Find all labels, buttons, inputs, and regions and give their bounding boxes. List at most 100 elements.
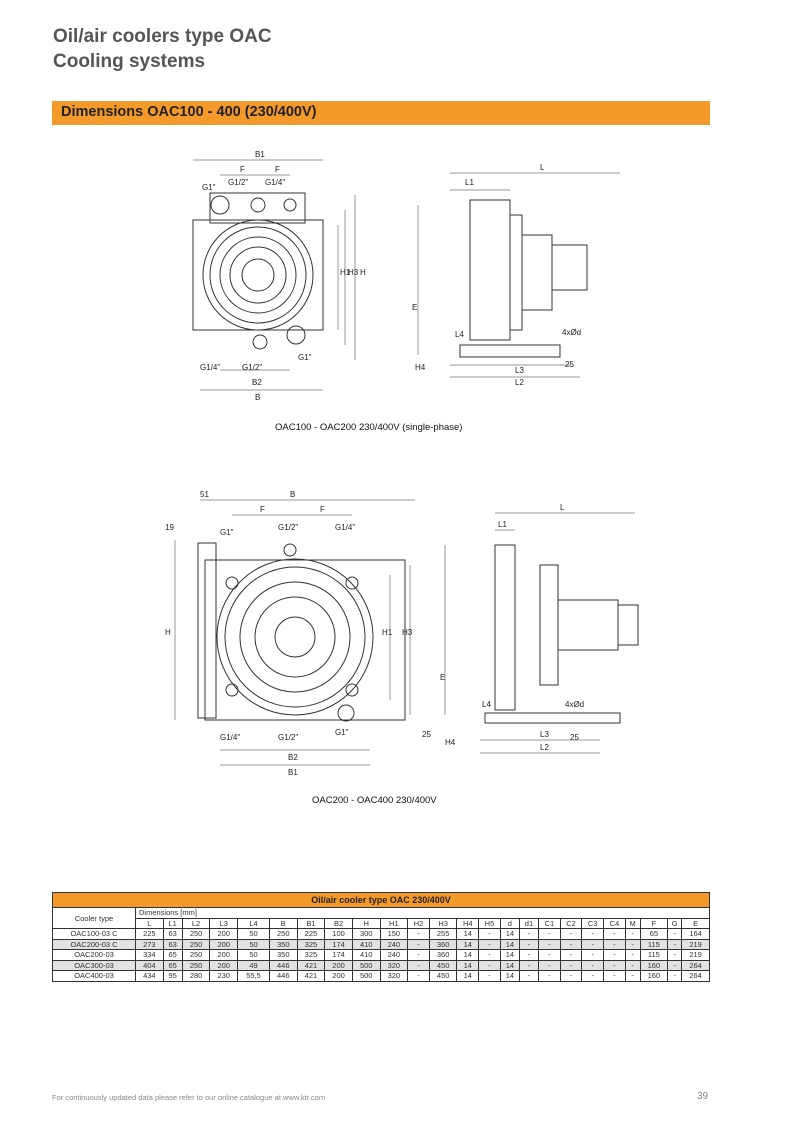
cell: -	[559, 959, 583, 971]
dimension-label: L	[540, 163, 545, 172]
dimension-label: L1	[498, 520, 507, 529]
cell: 350	[268, 949, 298, 961]
cell: 240	[379, 949, 409, 961]
front-view	[174, 499, 415, 766]
cell: -	[478, 959, 501, 971]
dimension-label: F	[240, 165, 245, 174]
dimension-label: H3	[348, 268, 359, 277]
cell: 49	[237, 959, 270, 971]
cell: 360	[428, 938, 458, 950]
cell: 240	[379, 938, 409, 950]
cell: 250	[181, 938, 211, 950]
dimension-label: H4	[415, 363, 426, 372]
cell: 320	[379, 959, 409, 971]
cell: -	[624, 959, 641, 971]
cell: 334	[135, 949, 164, 961]
cell: 174	[324, 938, 353, 950]
dimension-label: B2	[252, 378, 262, 387]
dimensions-header: Dimensions [mm]	[135, 907, 710, 919]
cell: -	[559, 928, 583, 940]
cell: 200	[324, 959, 353, 971]
cell: 14	[499, 928, 520, 940]
column-header: G	[667, 917, 683, 929]
dimension-label: H1	[382, 628, 393, 637]
cell: -	[538, 970, 561, 982]
cell: 63	[162, 928, 183, 940]
cell: 446	[268, 970, 298, 982]
header-subtitle: Cooling systems	[53, 51, 206, 72]
cell: -	[624, 970, 641, 982]
dimension-label: H	[165, 628, 171, 637]
cell: 225	[135, 928, 164, 940]
cell: 200	[209, 959, 239, 971]
dimension-label: 25	[565, 360, 574, 369]
cell: 250	[181, 928, 211, 940]
cell: 446	[268, 959, 298, 971]
cell: 115	[639, 938, 669, 950]
dimension-label: L2	[540, 743, 549, 752]
cell: 14	[499, 949, 520, 961]
cell: 273	[135, 938, 164, 950]
cell: -	[603, 970, 626, 982]
column-header: H	[351, 917, 381, 929]
dimension-label: G1"	[202, 183, 216, 192]
cell: -	[624, 928, 641, 940]
dimension-label: H4	[445, 738, 456, 747]
cell: 320	[379, 970, 409, 982]
dimension-label: F	[320, 505, 325, 514]
column-header: d	[499, 917, 520, 929]
cell: -	[603, 938, 626, 950]
cell: -	[407, 938, 430, 950]
drawing1-caption: OAC100 - OAC200 230/400V (single-phase)	[275, 422, 463, 433]
dimension-label: F	[260, 505, 265, 514]
column-header: H4	[456, 917, 480, 929]
cooler-type: OAC200-03 C	[52, 938, 136, 950]
dimension-label: G1"	[220, 528, 234, 537]
dimension-label: 25	[570, 733, 579, 742]
cell: 65	[162, 959, 183, 971]
dimension-label: G1/4"	[200, 363, 220, 372]
cell: -	[603, 959, 626, 971]
cell: 160	[639, 959, 669, 971]
cell: -	[603, 928, 626, 940]
dimension-label: L3	[540, 730, 549, 739]
dimension-label: L2	[515, 378, 524, 387]
dimension-label: G1/2"	[242, 363, 262, 372]
cell: 65	[639, 928, 669, 940]
dimension-label: 19	[165, 523, 174, 532]
cell: 219	[681, 938, 710, 950]
cell: -	[407, 970, 430, 982]
dimension-label: H	[360, 268, 366, 277]
column-header: H5	[478, 917, 501, 929]
column-header: B	[268, 917, 298, 929]
cell: 219	[681, 949, 710, 961]
cell: 14	[456, 970, 480, 982]
cell: -	[518, 938, 540, 950]
cell: 421	[296, 959, 326, 971]
section-title: Dimensions OAC100 - 400 (230/400V)	[61, 104, 317, 120]
dimension-label: G1/2"	[278, 523, 298, 532]
column-header: L	[135, 917, 164, 929]
dimension-label: B	[290, 490, 295, 499]
cell: -	[538, 949, 561, 961]
cell: -	[518, 970, 540, 982]
cell: 200	[209, 928, 239, 940]
dimension-label: B1	[288, 768, 298, 777]
footer-note: For continuously updated data please ref…	[52, 1093, 326, 1102]
column-header: L2	[181, 917, 211, 929]
cell: 280	[181, 970, 211, 982]
dimension-label: L3	[515, 366, 524, 375]
cell: -	[518, 928, 540, 940]
cell: 250	[268, 928, 298, 940]
page-number: 39	[697, 1091, 709, 1102]
cell: 410	[351, 949, 381, 961]
dimension-label: G1/4"	[220, 733, 240, 742]
cell: -	[581, 938, 605, 950]
cell: 255	[428, 928, 458, 940]
dimension-label: 25	[422, 730, 431, 739]
cell: 160	[639, 970, 669, 982]
column-header: C3	[581, 917, 605, 929]
